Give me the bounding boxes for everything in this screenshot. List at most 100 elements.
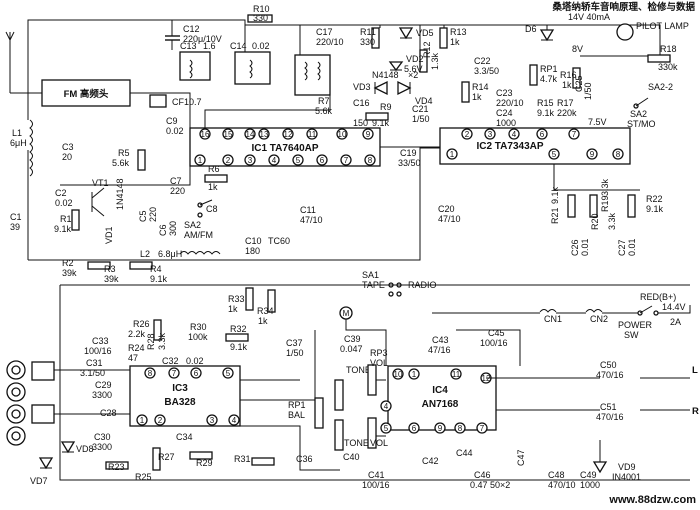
led-vd8-icon [60, 441, 76, 454]
ic3-name: IC3 [172, 383, 188, 394]
label-c7: C7 [170, 176, 182, 186]
resistor-r9 [365, 112, 389, 121]
label-c39: C39 [344, 334, 361, 344]
label-c27: C27 [617, 239, 627, 256]
value-c30: 3300 [92, 442, 112, 452]
value-r18: 330k [658, 62, 678, 72]
value-c39: 0.047 [340, 344, 363, 354]
label-r4: R4 [150, 264, 162, 274]
label-c40: C40 [343, 452, 360, 462]
value-c19: 33/50 [398, 158, 421, 168]
value-vd9: IN4001 [612, 472, 641, 482]
resistor-r16 [572, 67, 581, 89]
value-c1: 39 [10, 222, 20, 232]
value-rp1-ic2: 4.7k [540, 74, 558, 84]
output-right: R [692, 406, 699, 417]
value-r28: 3.3k [157, 332, 167, 350]
value-n4148: ×2 [408, 70, 418, 80]
value-r9: 9.1k [372, 118, 390, 128]
label-vd5: VD5 [416, 28, 434, 38]
svg-text:2: 2 [226, 156, 231, 165]
label-r10: R10 [253, 4, 270, 14]
svg-text:6: 6 [412, 424, 417, 433]
value-c14: 0.02 [252, 41, 270, 51]
switch-sa2-amfm-icon[interactable] [197, 199, 213, 218]
value-c7: 220 [170, 186, 185, 196]
value-r5: 5.6k [112, 158, 130, 168]
resistor-r34 [267, 289, 276, 313]
value-c13: 1.6 [203, 41, 216, 51]
label-c2: C2 [55, 188, 67, 198]
value-r4: 9.1k [150, 274, 168, 284]
label-c14: C14 [230, 41, 247, 51]
value-r3: 39k [104, 274, 119, 284]
resistor-r4 [129, 261, 153, 270]
svg-text:3: 3 [210, 416, 215, 425]
power-switch-icon[interactable] [637, 305, 659, 316]
label-r15: R15 [537, 98, 554, 108]
svg-text:5: 5 [384, 424, 389, 433]
ic3-pins: 8 7 6 5 1 2 3 4 [136, 367, 240, 426]
value-vd2: 5.6V [404, 64, 423, 74]
value-c33: 100/16 [84, 346, 112, 356]
label-n4148: N4148 [372, 70, 399, 80]
potentiometer-vol-l[interactable] [367, 364, 377, 396]
top-rail [27, 19, 661, 55]
label-vd2: VD2 [406, 54, 424, 64]
zener-vd2-icon [388, 61, 404, 72]
value-c50: 470/16 [596, 370, 624, 380]
label-c21: C21 [412, 104, 429, 114]
value-c27: 0.01 [627, 238, 637, 256]
label-r27: R27 [158, 452, 175, 462]
value-c22: 3.3/50 [474, 66, 499, 76]
potentiometer-tone-l[interactable] [334, 379, 344, 411]
coil-l1-icon [29, 119, 33, 177]
pilot-spec: 14V 40mA [568, 12, 610, 22]
resistor-r10 [247, 14, 273, 23]
svg-text:1: 1 [412, 370, 417, 379]
resistor-r21 [567, 194, 576, 218]
resistor-r19 [589, 194, 598, 218]
label-sa2-amfm-sub: AM/FM [184, 230, 213, 240]
resistor-r5 [137, 149, 146, 171]
svg-text:4: 4 [384, 402, 389, 411]
label-r13: R13 [450, 27, 467, 37]
label-c24: C24 [496, 108, 513, 118]
label-r14: R14 [472, 82, 489, 92]
switch-sa2-st-icon[interactable] [633, 97, 649, 109]
svg-text:5: 5 [226, 369, 231, 378]
label-c6: C6 [158, 224, 168, 236]
label-sa2-2: SA2-2 [648, 82, 673, 92]
diode-d6-icon [539, 29, 555, 42]
site-watermark: www.88dzw.com [608, 494, 696, 506]
resistor-r6 [204, 174, 228, 183]
potentiometer-tone-r[interactable] [334, 419, 344, 451]
value-r2: 39k [62, 268, 77, 278]
label-c22: C22 [474, 56, 491, 66]
label-vd8: VD8 [76, 444, 94, 454]
pilot-lamp-label-1: PILOT LAMP [636, 21, 689, 31]
value-r32: 9.1k [230, 342, 248, 352]
label-c36: C36 [296, 454, 313, 464]
value-r15: 9.1k [537, 108, 555, 118]
label-c48: C48 [548, 470, 565, 480]
label-c10: C10 [245, 236, 262, 246]
label-c11: C11 [300, 205, 316, 215]
svg-text:4: 4 [232, 416, 237, 425]
label-r30: R30 [190, 322, 207, 332]
value-c5: 220 [148, 207, 158, 222]
value-c9: 0.02 [166, 126, 184, 136]
resistor-r12 [419, 49, 428, 73]
value-c2: 0.02 [55, 198, 73, 208]
value-c51: 470/16 [596, 412, 624, 422]
resistor-r29 [189, 451, 213, 460]
label-1n4148: 1N4148 [115, 178, 125, 210]
value-r10-b: 330 [253, 13, 268, 23]
potentiometer-vol-r[interactable] [367, 417, 377, 449]
potentiometer-rp1[interactable] [314, 397, 324, 429]
value-c24: 1000 [496, 118, 516, 128]
value-r7: 5.6k [315, 106, 333, 116]
svg-text:9: 9 [438, 424, 443, 433]
resistor-r1 [71, 209, 80, 231]
